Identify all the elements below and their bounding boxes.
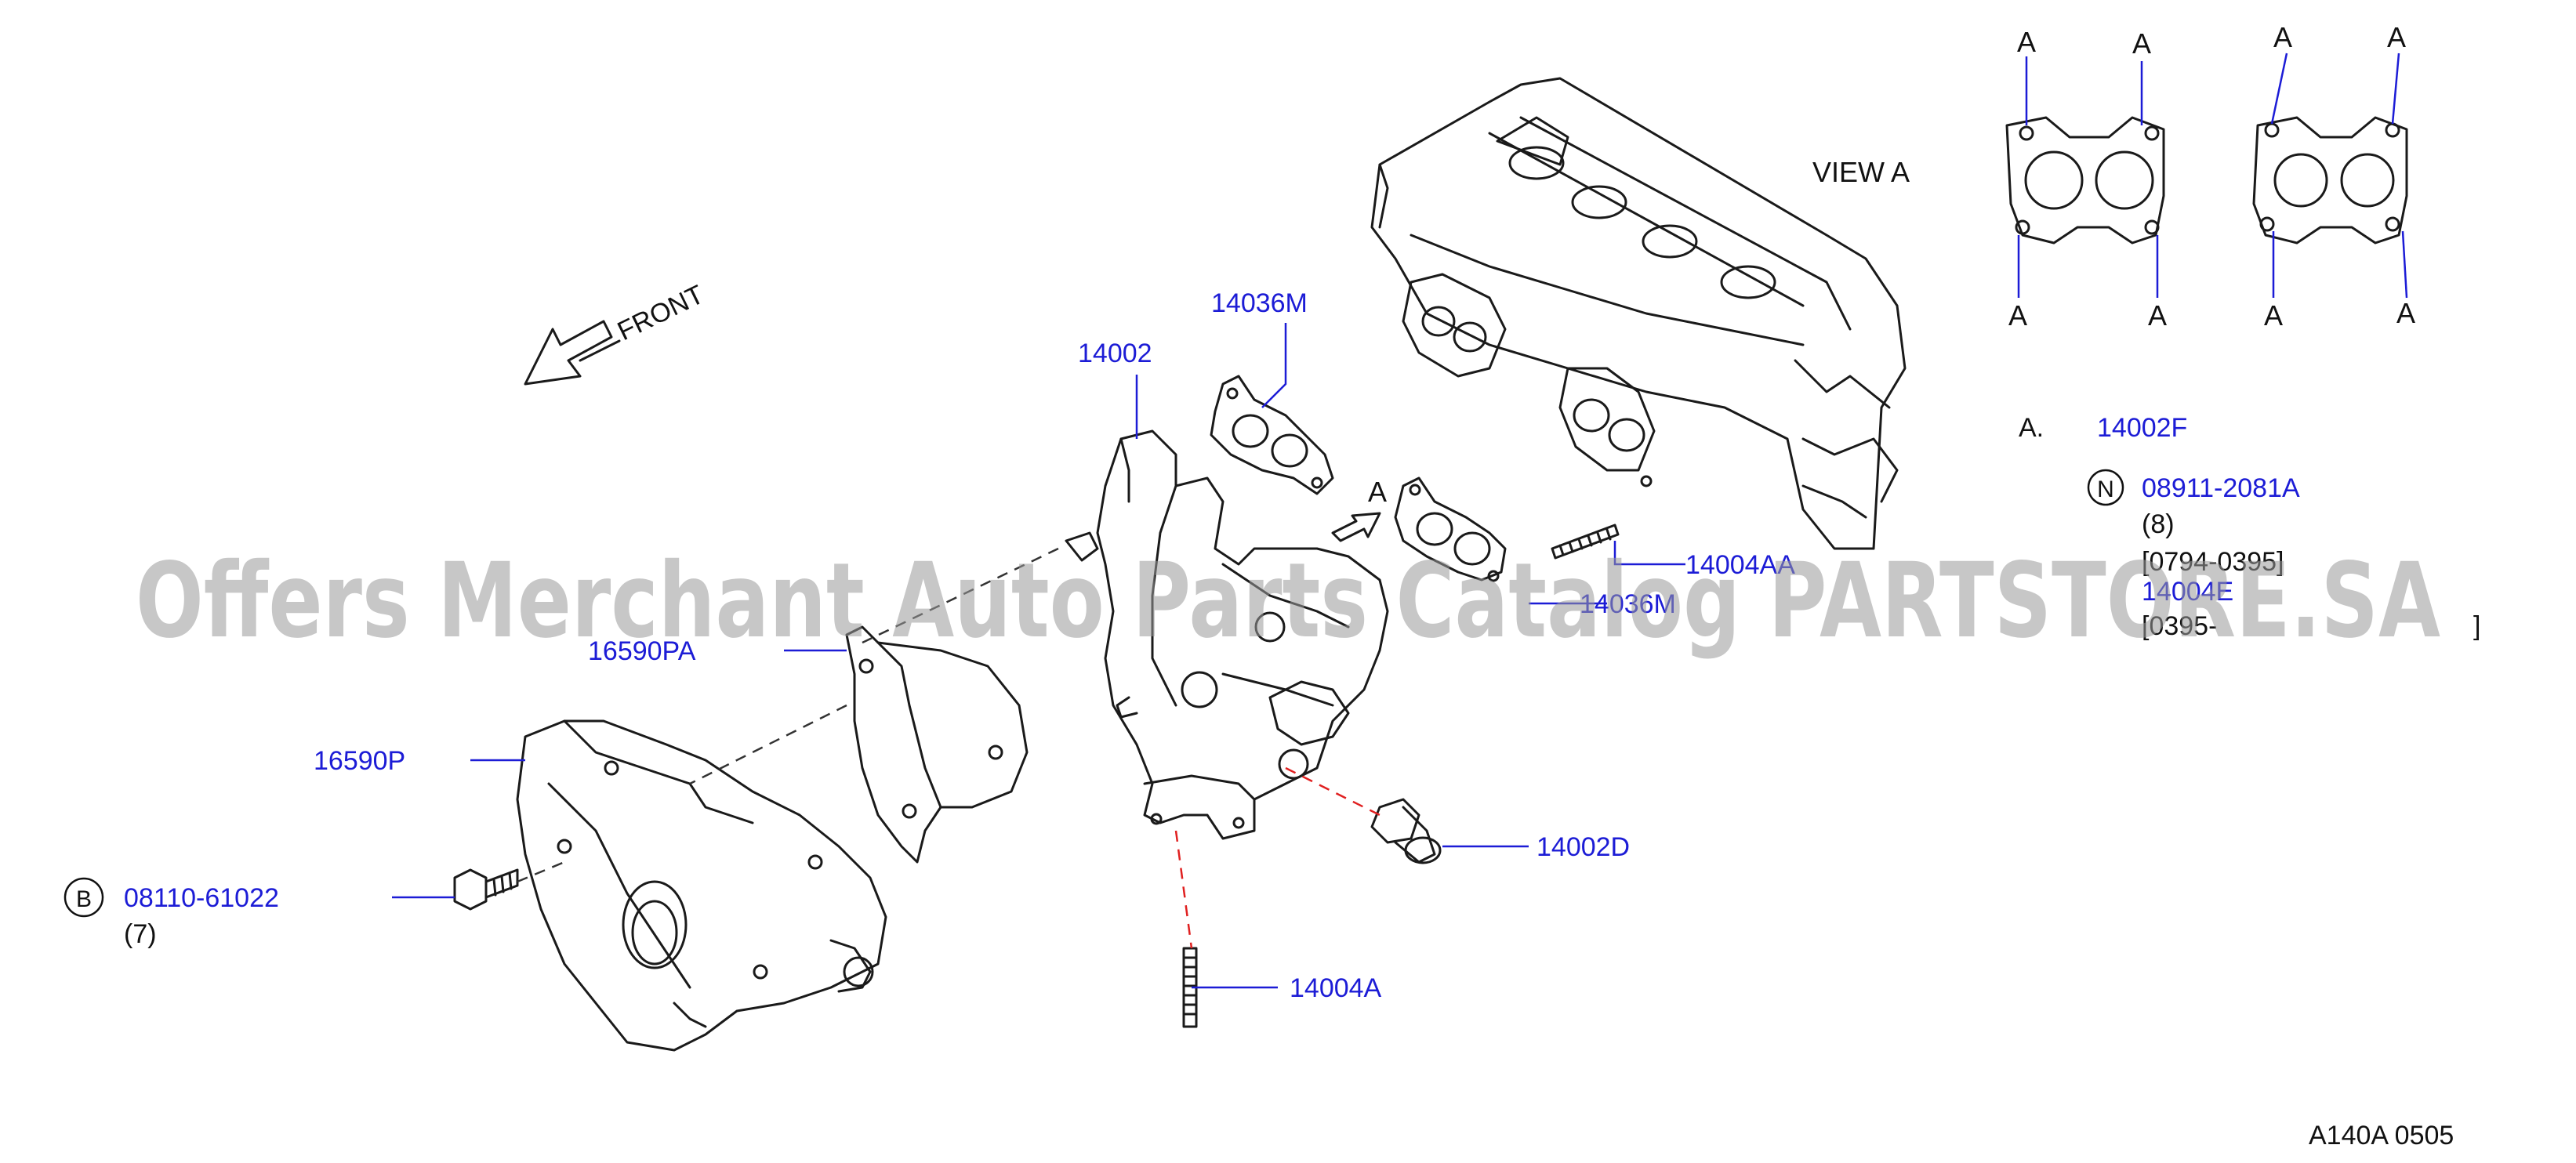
date-range-2-end: ] (2473, 611, 2480, 641)
date-range-1: [0794-0395] (2142, 547, 2284, 577)
assembly-lines (517, 547, 1381, 949)
corner-letter-a: A (2264, 299, 2283, 332)
n-part-quantity: (8) (2142, 509, 2175, 539)
part-14036m-right-link[interactable]: 14036M (1580, 589, 1676, 619)
corner-letter-a: A (2387, 21, 2406, 53)
exhaust-manifold-drawing (1065, 429, 1389, 840)
date-range-2: [0395- (2142, 611, 2217, 641)
part-16590pa-link[interactable]: 16590PA (588, 636, 696, 666)
view-a-gasket-right-drawing (2252, 116, 2408, 245)
corner-letter-a: A (2148, 299, 2167, 332)
front-label: FRONT (613, 280, 709, 346)
part-16590p-link[interactable]: 16590P (314, 746, 405, 776)
part-08110-61022-link[interactable]: 08110-61022 (124, 883, 279, 913)
part-14002f-link[interactable]: 14002F (2097, 413, 2187, 443)
view-a-label: VIEW A (1812, 156, 1910, 188)
legend-letter: A. (2019, 413, 2044, 443)
n-symbol-circle (2087, 469, 2124, 506)
part-14004a-link[interactable]: 14004A (1290, 973, 1382, 1003)
diagram-code: A140A 0505 (2309, 1121, 2454, 1150)
view-a-gasket-left-drawing (2005, 116, 2165, 245)
corner-letter-a: A (2008, 299, 2027, 332)
plug-14002d-drawing (1370, 798, 1442, 864)
gasket-14036m-top-drawing (1210, 375, 1334, 495)
part-14004aa-link[interactable]: 14004AA (1685, 550, 1795, 580)
corner-letter-a: A (2017, 26, 2036, 58)
gasket-14036m-right-drawing (1394, 476, 1507, 582)
part-14002-link[interactable]: 14002 (1078, 339, 1152, 368)
heat-insulator-16590p-drawing (516, 719, 887, 1052)
view-a-arrow-icon (1331, 512, 1381, 542)
front-arrow-icon (524, 320, 621, 386)
bolt-quantity: (7) (124, 919, 157, 949)
corner-letter-a: A (2273, 21, 2292, 53)
callout-a-letter: A (1368, 476, 1387, 508)
engine-head-drawing (1370, 77, 1907, 550)
part-14036m-top-link[interactable]: 14036M (1211, 288, 1308, 318)
view-a-leaders (2017, 53, 2408, 299)
b-symbol-circle (63, 877, 104, 918)
view-a-corner-letters: A A A A A A A A (2008, 21, 2415, 332)
part-14002d-link[interactable]: 14002D (1537, 832, 1630, 862)
corner-letter-a: A (2132, 27, 2151, 60)
b-symbol: B (76, 886, 92, 912)
stud-14004a-drawing (1182, 947, 1198, 1028)
stud-14004aa-drawing (1551, 524, 1620, 560)
bolt-08110-61022-drawing (453, 868, 519, 911)
leader-lines (392, 323, 1685, 989)
n-symbol: N (2097, 476, 2114, 502)
part-14004e-link[interactable]: 14004E (2142, 577, 2233, 607)
corner-letter-a: A (2396, 297, 2415, 329)
watermark-text: Offers Merchant Auto Parts Catalog PARTS… (136, 541, 2440, 661)
part-08911-2081a-link[interactable]: 08911-2081A (2142, 473, 2300, 503)
heat-insulator-16590pa-drawing (845, 625, 1029, 864)
